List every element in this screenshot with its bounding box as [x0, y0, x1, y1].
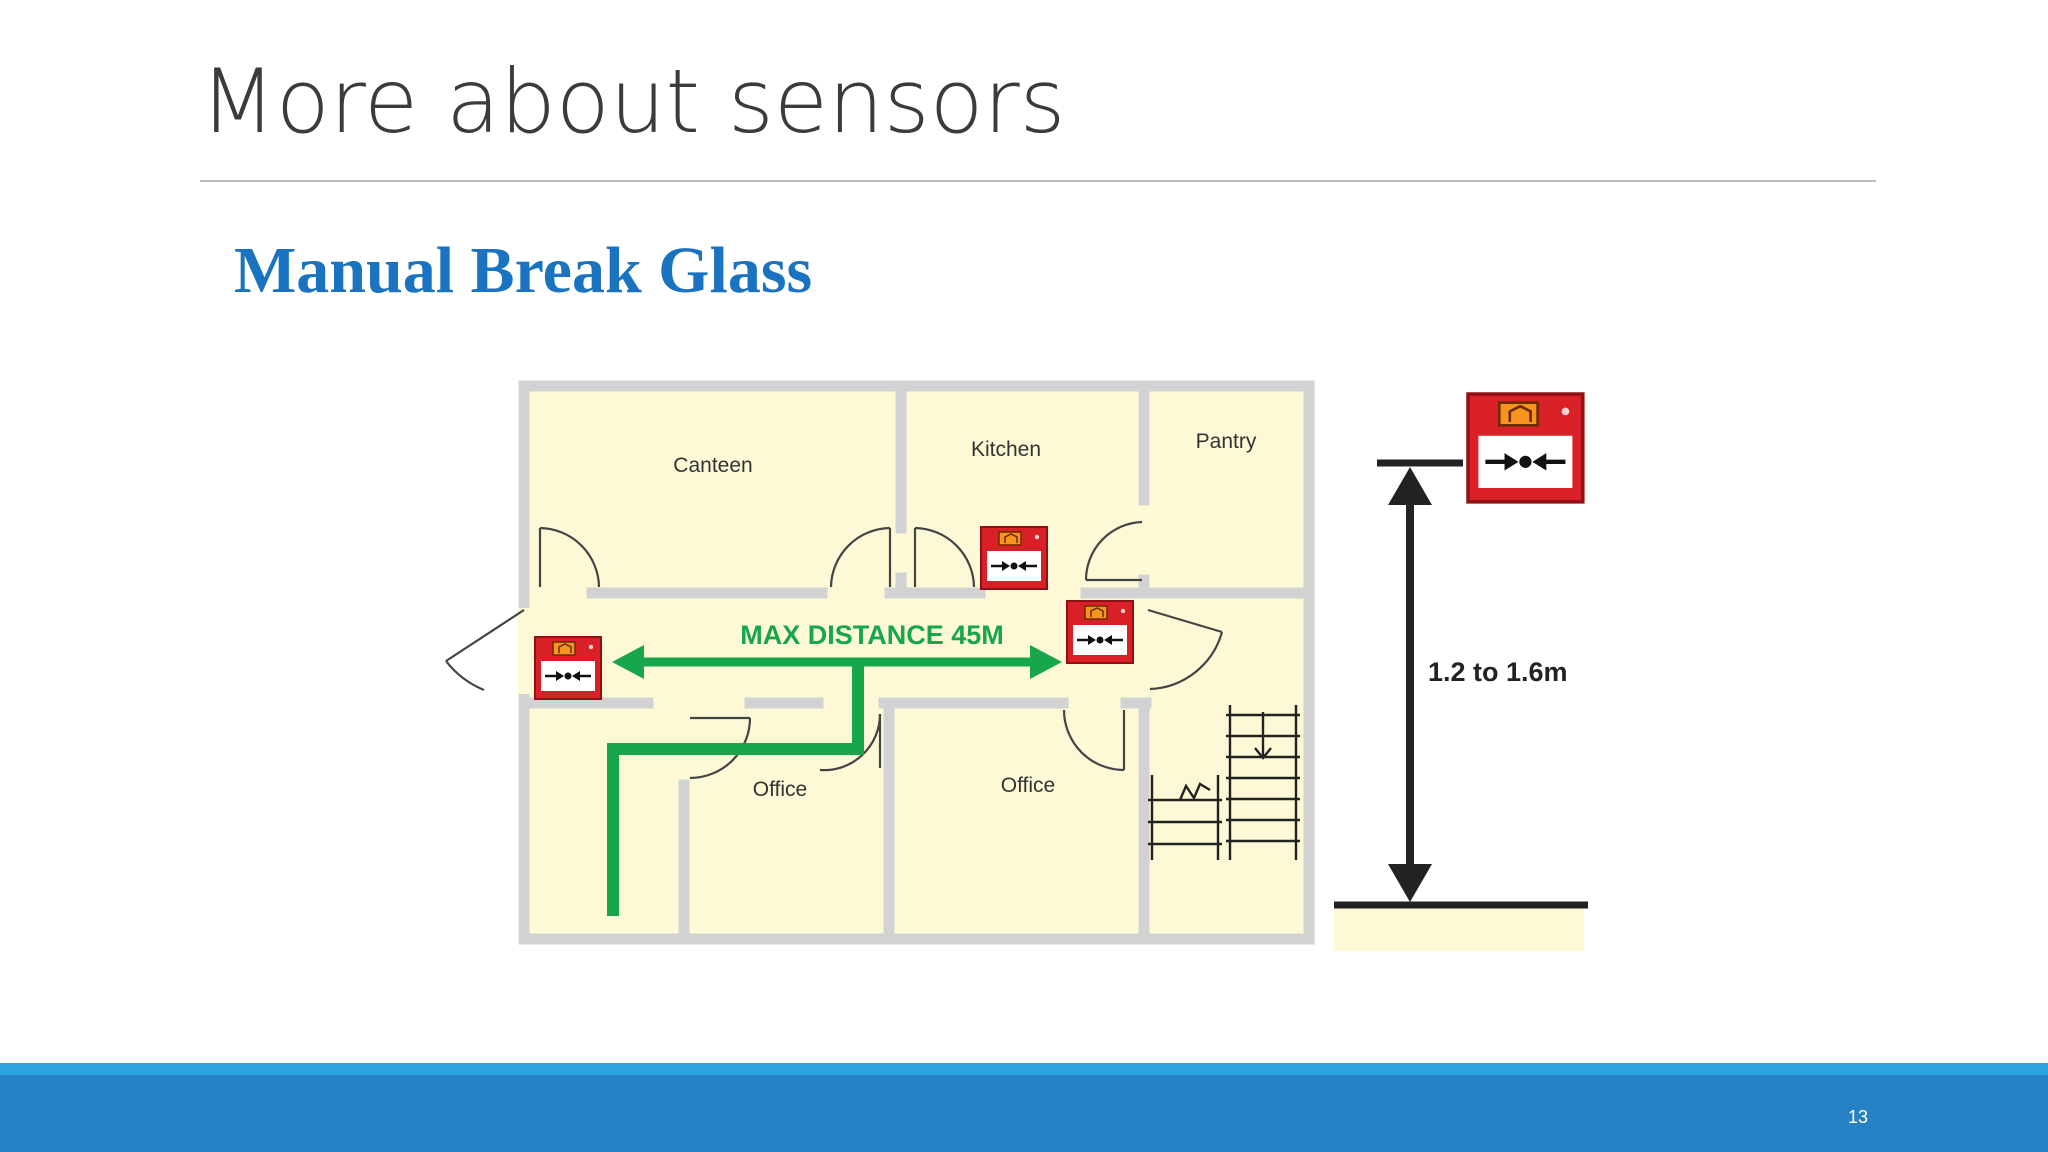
stairs-icon — [1148, 705, 1300, 860]
room-label-canteen: Canteen — [673, 454, 752, 477]
manual-call-point-icon — [979, 525, 1049, 591]
room-label-office-right: Office — [1001, 774, 1055, 797]
manual-call-point-icon — [1468, 394, 1583, 502]
manual-call-point-icon — [1065, 599, 1135, 665]
room-label-kitchen: Kitchen — [971, 438, 1041, 461]
footer-accent-stripe — [0, 1063, 2048, 1075]
title-divider — [200, 180, 1876, 182]
room-label-pantry: Pantry — [1196, 430, 1257, 453]
max-distance-label: MAX DISTANCE 45M — [740, 620, 1004, 650]
slide-subtitle: Manual Break Glass — [234, 234, 813, 307]
interior-walls — [524, 380, 1315, 940]
footer-bar — [0, 1075, 2048, 1152]
mounting-height-detail — [1334, 394, 1588, 951]
slide-page-number: 13 — [1847, 1107, 1868, 1127]
manual-call-point-icon — [533, 635, 603, 701]
door-swing-icon — [445, 520, 1224, 780]
mounting-height-label: 1.2 to 1.6m — [1428, 657, 1568, 687]
double-arrow-icon — [612, 645, 644, 679]
slide-title: More about sensors — [200, 50, 1066, 153]
max-distance-route — [607, 645, 1062, 916]
room-label-office-left: Office — [753, 778, 807, 801]
